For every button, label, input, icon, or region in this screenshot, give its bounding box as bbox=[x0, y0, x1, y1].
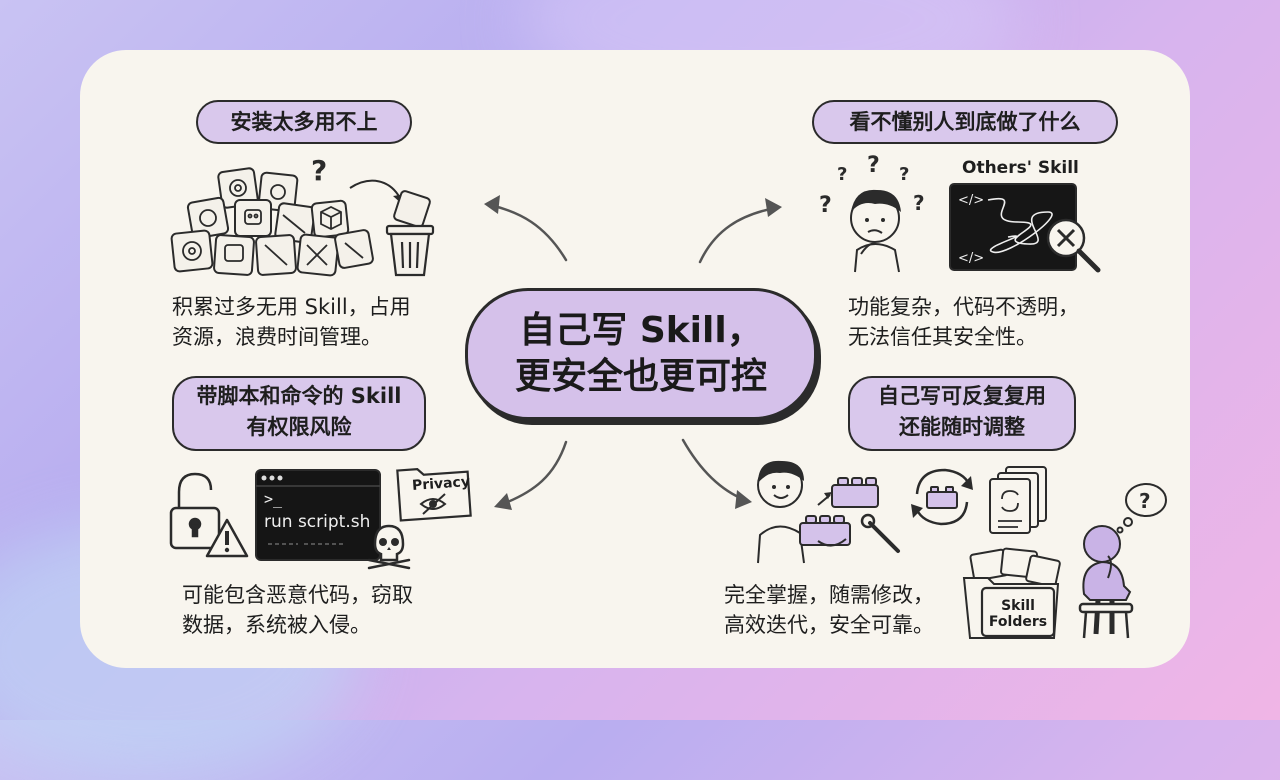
arrows-layer bbox=[484, 195, 782, 510]
illustration-too-many-skills: ? bbox=[170, 154, 435, 277]
illustration-lock-warning bbox=[169, 472, 249, 558]
question-icon: ? bbox=[837, 164, 847, 185]
svg-text:</>: </> bbox=[958, 193, 984, 208]
others-skill-label: Others' Skill bbox=[962, 158, 1079, 178]
warning-icon bbox=[205, 518, 249, 558]
trash-icon bbox=[385, 224, 435, 277]
refresh-icon bbox=[911, 468, 973, 526]
skill-folders-label: Skill Folders bbox=[982, 598, 1054, 630]
terminal-prompt: >_ bbox=[264, 490, 283, 508]
terminal-window bbox=[255, 469, 381, 561]
robot-icon bbox=[224, 244, 244, 262]
skill-folders-label-line1: Skill bbox=[1001, 598, 1035, 614]
question-icon: ? bbox=[311, 154, 327, 187]
question-icon: ? bbox=[867, 153, 880, 178]
illustration-confused-person: ? ? ? ? ? bbox=[819, 153, 925, 273]
wrench-icon bbox=[282, 214, 306, 234]
illustration-building-person bbox=[757, 460, 900, 564]
illustration-tangled-code: </> </> bbox=[949, 183, 1101, 273]
wrench-icon bbox=[344, 242, 364, 259]
arrow-bottom-right bbox=[681, 438, 747, 502]
eye-slash-icon bbox=[419, 493, 447, 515]
lego-icon bbox=[799, 477, 879, 546]
description-top-right: 功能复杂，代码不透明， 无法信任其安全性。 bbox=[848, 295, 1079, 349]
privacy-folder bbox=[396, 468, 472, 522]
skill-folders bbox=[962, 547, 1061, 639]
arrow-top-right bbox=[698, 206, 777, 264]
center-title-line2: 更安全也更可控 bbox=[514, 356, 767, 397]
skull-icon bbox=[367, 524, 411, 570]
heading-bottom-right-line2: 还能随时调整 bbox=[899, 415, 1025, 439]
heading-top-right: 看不懂别人到底做了什么 bbox=[812, 100, 1118, 144]
arrow-top-left bbox=[488, 203, 568, 262]
heading-bottom-right: 自己写可反复复用 还能随时调整 bbox=[848, 376, 1076, 451]
magnifier-x-icon bbox=[1046, 218, 1101, 273]
cube-icon bbox=[320, 205, 342, 231]
question-icon: ? bbox=[899, 164, 909, 185]
description-bottom-right: 完全掌握，随需修改， 高效迭代，安全可靠。 bbox=[724, 583, 934, 637]
illustration-thinking-figure: ? bbox=[1078, 483, 1167, 639]
center-title-line1: 自己写 Skill， bbox=[519, 310, 763, 351]
folder-icon bbox=[980, 586, 1056, 638]
center-topic: 自己写 Skill， 更安全也更可控 bbox=[465, 288, 817, 420]
question-icon: ? bbox=[819, 193, 832, 218]
question-icon: ? bbox=[913, 191, 925, 215]
heading-bottom-left: 带脚本和命令的 Skill 有权限风险 bbox=[172, 376, 426, 451]
thought-bubble bbox=[1116, 483, 1167, 534]
skill-folders-label-line2: Folders bbox=[988, 614, 1048, 630]
wrench-icon bbox=[264, 244, 288, 266]
arrow-bottom-left bbox=[498, 440, 568, 507]
robot-icon bbox=[244, 209, 262, 225]
gear-icon bbox=[182, 241, 202, 261]
document-icon bbox=[989, 466, 1047, 534]
heading-bottom-right-line1: 自己写可反复复用 bbox=[878, 384, 1046, 408]
lock-icon bbox=[169, 472, 221, 550]
heading-top-left: 安装太多用不上 bbox=[196, 100, 412, 144]
terminal-command: run script.sh bbox=[264, 512, 371, 532]
wrench-icon bbox=[868, 521, 900, 553]
gear-icon bbox=[199, 209, 217, 227]
svg-text:</>: </> bbox=[958, 251, 984, 266]
description-bottom-left: 可能包含恶意代码，窃取 数据，系统被入侵。 bbox=[182, 583, 413, 637]
heading-bottom-left-line1: 带脚本和命令的 Skill bbox=[196, 384, 402, 408]
heading-bottom-left-line2: 有权限风险 bbox=[246, 415, 352, 439]
description-top-left: 积累过多无用 Skill，占用 资源，浪费时间管理。 bbox=[172, 295, 411, 349]
gear-icon bbox=[229, 179, 247, 197]
question-icon: ? bbox=[1139, 489, 1151, 513]
